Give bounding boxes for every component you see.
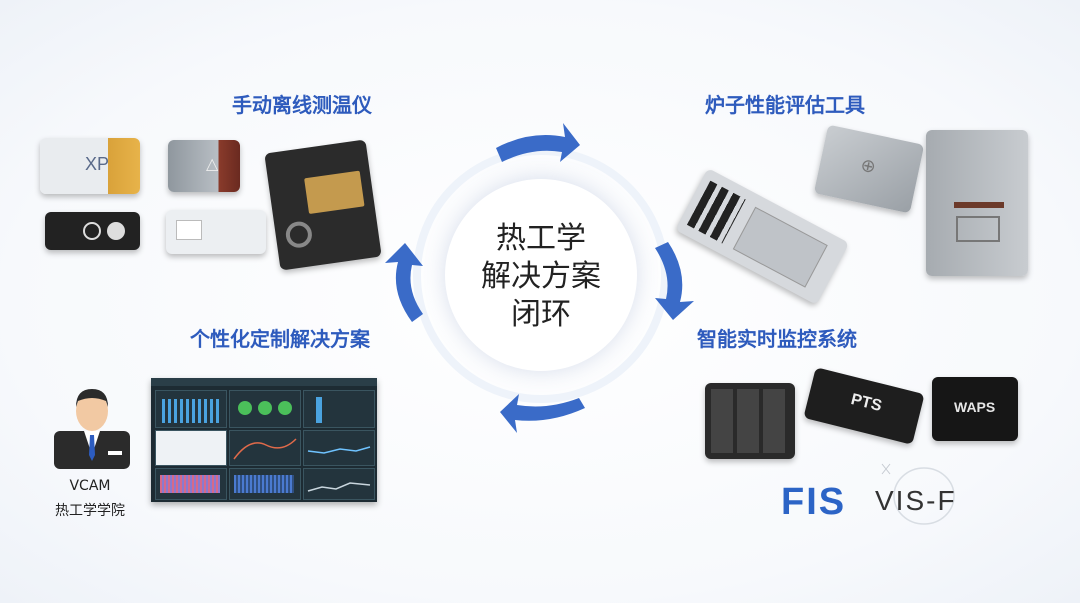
- dash-panel-trend: [303, 468, 375, 500]
- section-title-furnace: 炉子性能评估工具: [705, 93, 865, 117]
- cable-coil-icon: [284, 219, 314, 250]
- software-dashboard: [151, 378, 377, 502]
- center-title: 热工学 解决方案 闭环: [445, 220, 637, 334]
- visf-logo: VIS-F: [875, 485, 957, 516]
- tray-connectors: [686, 180, 746, 244]
- center-line-1: 热工学: [496, 221, 586, 256]
- thermal-barrier-device: [166, 210, 266, 254]
- power-icon: [83, 222, 101, 240]
- xp-probe-device: XP: [40, 138, 140, 194]
- section-title-custom: 个性化定制解决方案: [190, 327, 370, 351]
- dash-panel-chart: [303, 390, 375, 428]
- section-title-manual: 手动离线测温仪: [232, 93, 372, 117]
- case-probe: [304, 170, 365, 215]
- arrow-top-icon: [496, 123, 580, 162]
- arrow-left-icon: [385, 243, 423, 322]
- arrow-right-icon: [655, 242, 694, 320]
- person-org: 热工学学院: [55, 503, 125, 519]
- dash-panel-heat: [155, 468, 227, 500]
- cycle-core: [445, 179, 637, 371]
- tool-panel: [926, 130, 1028, 276]
- center-line-3: 闭环: [511, 297, 571, 332]
- xp-label: XP: [85, 154, 110, 174]
- display-icon: [176, 220, 202, 240]
- fis-logo: FIS: [781, 481, 847, 523]
- person-name: VCAM: [69, 478, 111, 494]
- dash-panel-report: [155, 430, 227, 466]
- cycle-ring: [413, 147, 669, 403]
- section-title-monitor: 智能实时监控系统: [697, 327, 857, 351]
- pts-label: PTS: [849, 390, 884, 415]
- play-icon: [107, 222, 125, 240]
- dash-panel-curve: [229, 430, 301, 466]
- center-line-2: 解决方案: [481, 259, 601, 294]
- waps-label: WAPS: [954, 399, 996, 415]
- monitor-rack-device: [705, 383, 795, 459]
- dash-panel-bars: [155, 390, 227, 428]
- arrow-bottom-icon: [500, 394, 585, 433]
- datalogger-device: [45, 212, 140, 250]
- panel-connector: [954, 202, 1004, 208]
- dashboard-header: [151, 378, 377, 386]
- dash-panel-blue: [229, 468, 301, 500]
- person-avatar: [54, 389, 130, 469]
- crosshair-icon: ⊕: [858, 154, 878, 179]
- instrument-case: [264, 139, 382, 271]
- visf-logo-mark: [881, 463, 955, 525]
- triangle-icon: △: [206, 154, 219, 173]
- dash-panel-gauges: [229, 390, 301, 428]
- waps-device: WAPS: [932, 377, 1018, 441]
- barrier-box-device: △: [168, 140, 240, 192]
- dash-panel-line: [303, 430, 375, 466]
- panel-label-icon: [956, 216, 1000, 242]
